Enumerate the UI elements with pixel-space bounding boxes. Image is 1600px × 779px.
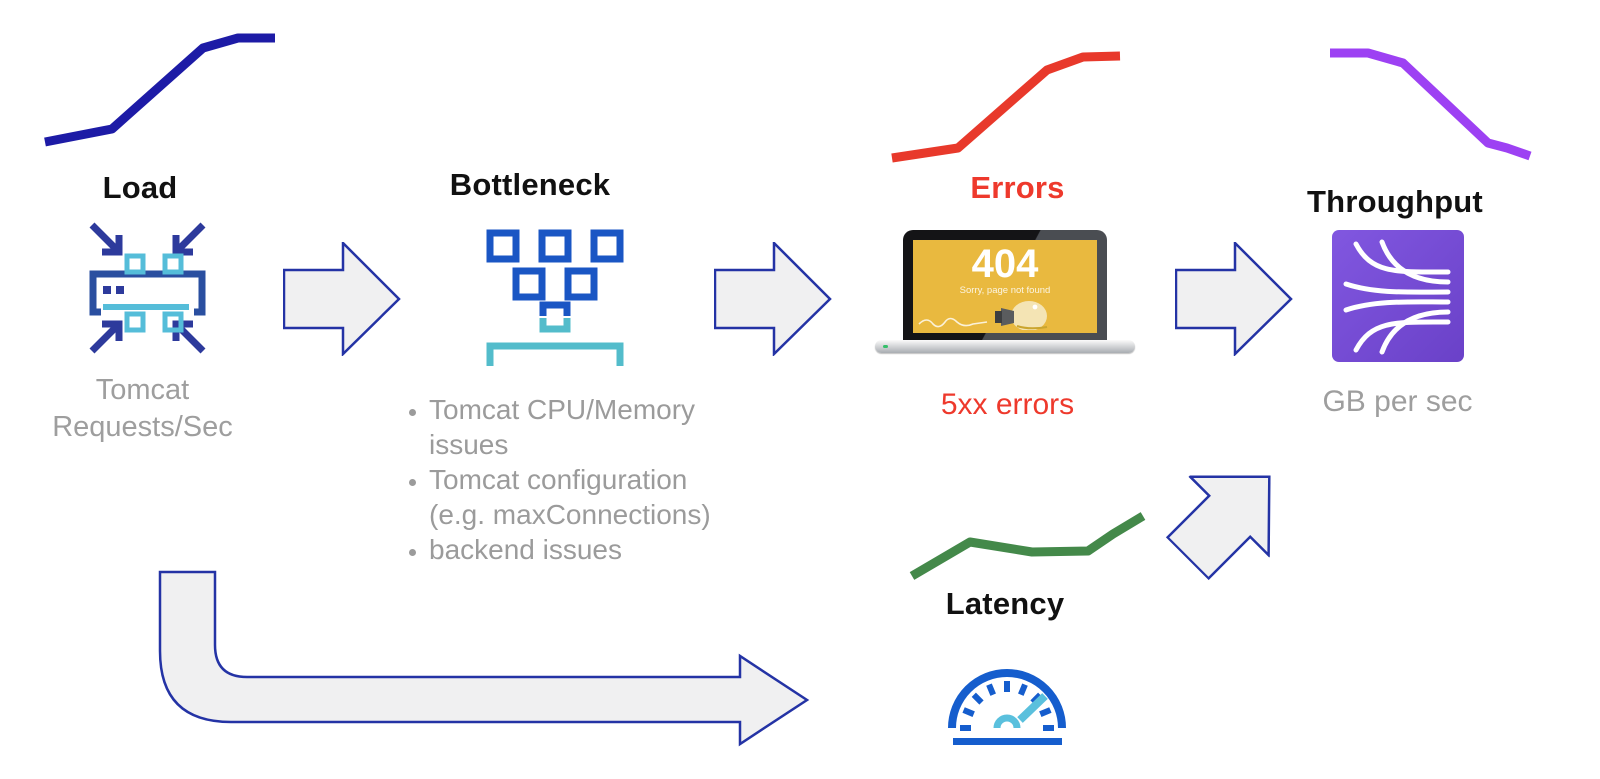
load-sparkline-chart: [44, 33, 275, 147]
flow-arrow-errors-to-throughput: [1175, 242, 1293, 356]
throughput-trend-line: [1330, 48, 1532, 161]
laptop-base: [875, 340, 1135, 353]
latency-trend-line: [909, 512, 1146, 580]
power-led: [883, 345, 888, 348]
bottleneck-label: Bottleneck: [449, 167, 611, 202]
errors-sparkline-chart: [891, 51, 1121, 163]
laptop-404-icon: 404 Sorry, page not found: [875, 230, 1135, 354]
error-message: Sorry, page not found: [959, 285, 1051, 296]
error-code: 404: [971, 242, 1039, 286]
errors-trend-line: [891, 51, 1121, 163]
throughput-label: Throughput: [1307, 184, 1483, 219]
load-caption: Tomcat Requests/Sec: [52, 374, 233, 443]
list-item: Tomcat CPU/Memory issues: [429, 392, 729, 462]
errors-caption: 5xx errors: [940, 388, 1075, 421]
latency-label: Latency: [945, 586, 1065, 621]
status-dot: [116, 286, 124, 294]
load-trend-line: [44, 33, 275, 147]
flow-arrow-bottleneck-to-errors: [714, 242, 832, 356]
flow-arrow-load-to-latency-bent: [158, 570, 810, 747]
speedometer-icon: [948, 669, 1066, 745]
error-screen: 404 Sorry, page not found: [913, 240, 1097, 333]
throughput-caption: GB per sec: [1322, 385, 1473, 418]
latency-sparkline-chart: [909, 512, 1146, 580]
unplugged-bulb-illustration: [918, 301, 1048, 330]
bottleneck-causes-list: Tomcat CPU/Memory issues Tomcat configur…: [385, 392, 729, 567]
list-item: backend issues: [429, 532, 729, 567]
flow-arrow-latency-to-errors: [1165, 475, 1271, 581]
throughput-sparkline-chart: [1330, 48, 1532, 161]
list-item: Tomcat configuration (e.g. maxConnection…: [429, 462, 729, 532]
request-queue-funnel-icon: [486, 229, 624, 366]
load-balancer-icon: [89, 222, 206, 354]
flow-arrow-load-to-bottleneck: [283, 242, 401, 356]
load-label: Load: [102, 170, 178, 205]
errors-label: Errors: [970, 170, 1065, 205]
status-dot: [103, 286, 111, 294]
traffic-merge-icon: [1332, 230, 1464, 362]
